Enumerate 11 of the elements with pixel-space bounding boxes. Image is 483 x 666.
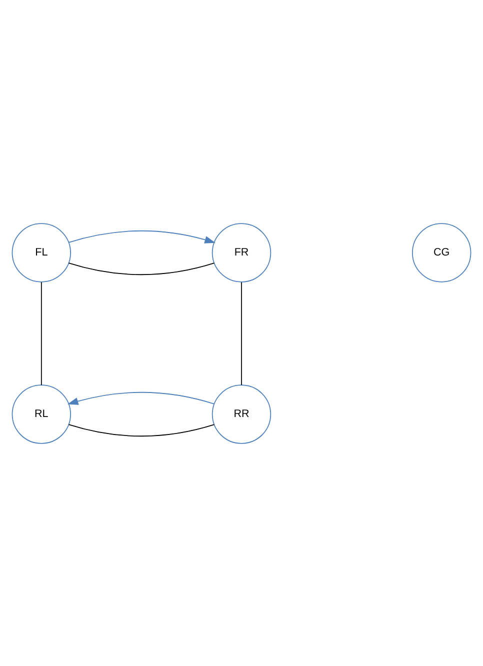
node-circle: RL [12,384,72,444]
node-circle: FL [12,222,72,282]
connector [241,281,242,385]
connector [40,281,42,385]
node-circle: RR [212,384,272,444]
connector [68,262,215,275]
arrow [68,230,216,243]
node-circle: CG [412,222,472,282]
node-circle: FR [212,222,272,282]
connector [68,424,215,436]
arrow [67,391,215,404]
